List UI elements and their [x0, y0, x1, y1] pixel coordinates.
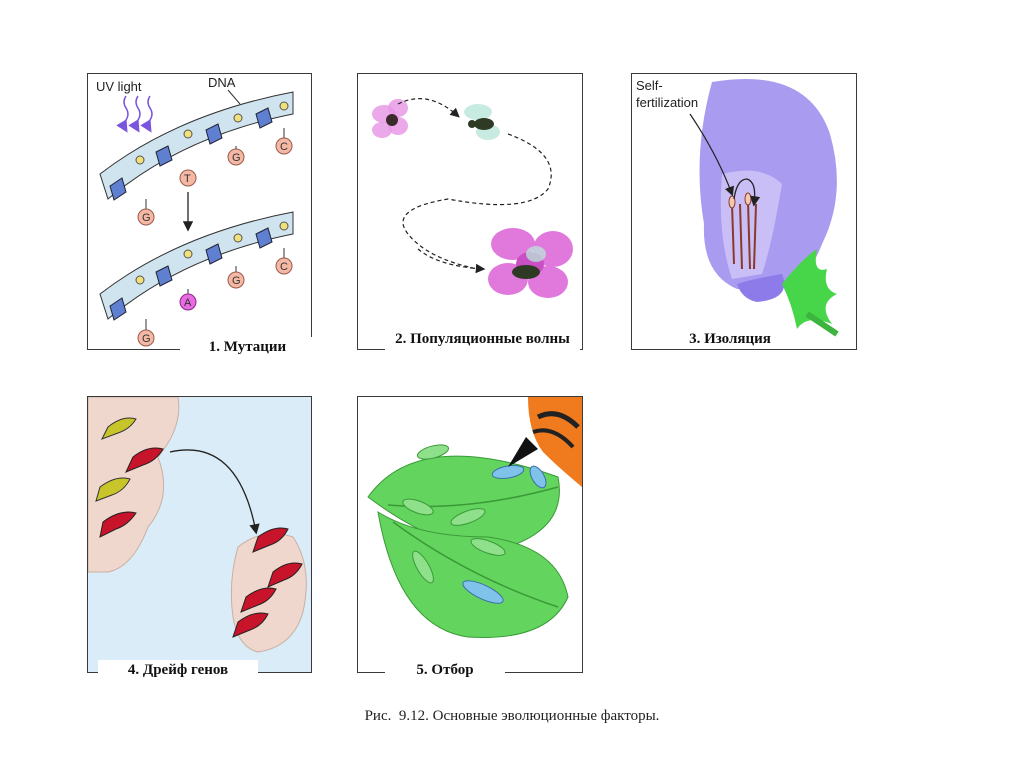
uv-rays — [116, 95, 153, 133]
base-bottom-4: C — [280, 261, 288, 273]
base-top-4: C — [280, 141, 288, 153]
selection-illustration — [367, 397, 582, 638]
panel-mutations: UV light DNA G T G — [87, 73, 312, 350]
base-bottom-1: G — [142, 333, 151, 345]
migration-arrow — [169, 449, 260, 535]
panel-isolation: Self- fertilization — [631, 73, 857, 350]
base-top-3: G — [232, 152, 241, 164]
self-label-line2: fertilization — [636, 95, 698, 110]
pink-flower-large — [488, 228, 573, 298]
green-sepals — [782, 249, 839, 337]
gene-drift-illustration — [88, 397, 307, 653]
caption-selection: 5. Отбор — [385, 660, 505, 680]
panel-population-waves — [357, 73, 583, 350]
pink-flower-small — [372, 99, 408, 138]
dna-strand-top: G T G C — [99, 91, 294, 226]
birds-new-island — [232, 527, 303, 638]
bird-head — [508, 397, 582, 487]
birds-mainland — [95, 417, 164, 538]
base-bottom-2-mutant: A — [184, 297, 192, 309]
panel-gene-drift — [87, 396, 312, 673]
pollinator-path-illustration — [372, 98, 573, 298]
caption-mutations: 1. Мутации — [180, 337, 315, 357]
self-label-line1: Self- — [636, 78, 663, 93]
caption-isolation: 3. Изоляция — [660, 329, 800, 349]
stamens — [731, 201, 757, 270]
dna-label: DNA — [208, 75, 236, 90]
dna-mutation-illustration: UV light DNA G T G — [96, 75, 294, 347]
uv-light-label: UV light — [96, 79, 142, 94]
caterpillars-blue — [462, 464, 547, 604]
base-top-2: T — [184, 173, 191, 185]
panel-selection — [357, 396, 583, 673]
caption-population-waves: 2. Популяционные волны — [385, 327, 580, 351]
caption-gene-drift: 4. Дрейф генов — [98, 660, 258, 680]
caterpillars-green — [402, 444, 506, 584]
base-top-1: G — [142, 212, 151, 224]
dna-strand-bottom: G A G C — [99, 211, 294, 347]
flying-insect — [464, 104, 500, 140]
figure-caption: Рис. 9.12. Основные эволюционные факторы… — [364, 708, 660, 724]
self-fertilization-flower: Self- fertilization — [636, 78, 839, 337]
base-bottom-3: G — [232, 275, 241, 287]
self-fertilization-pointer — [689, 113, 734, 197]
